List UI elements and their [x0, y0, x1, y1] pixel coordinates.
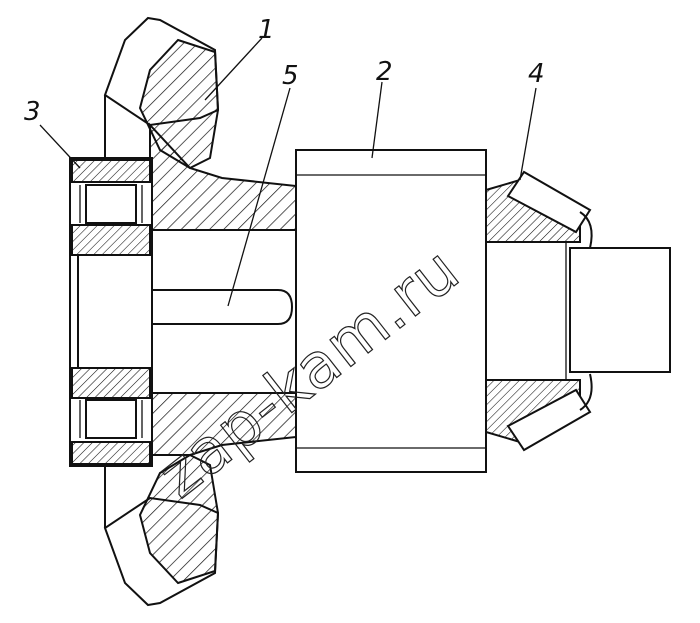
callout-3: 3 [24, 97, 41, 127]
callout-2: 2 [376, 57, 393, 87]
callout-5: 5 [282, 61, 299, 91]
bevel-gear [103, 16, 297, 607]
callout-1: 1 [258, 15, 275, 45]
shaft-stub [565, 242, 671, 380]
taper-bearing [485, 170, 593, 452]
leader-lines [39, 37, 537, 307]
callout-4: 4 [528, 59, 545, 89]
pinion-body [295, 149, 487, 473]
roller-bearing [69, 157, 153, 467]
